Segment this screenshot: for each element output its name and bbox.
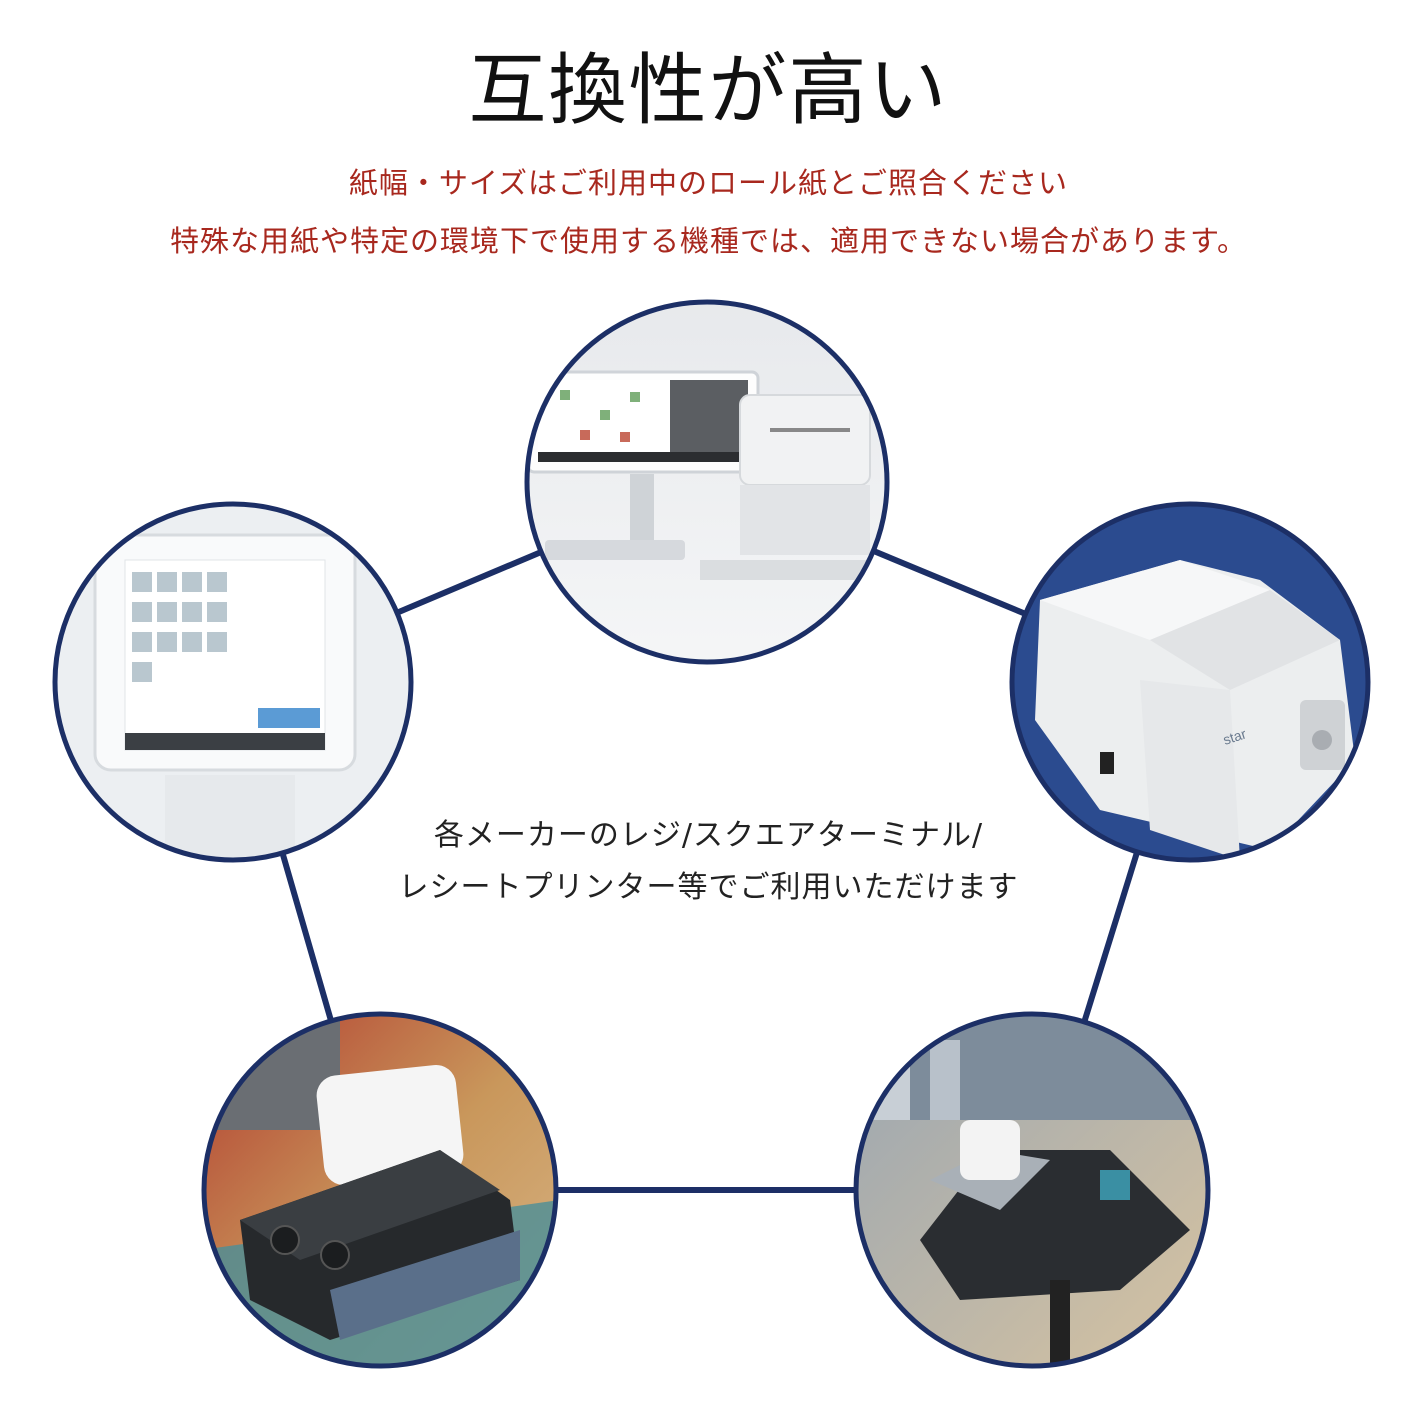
- page-title: 互換性が高い: [468, 46, 949, 136]
- svg-text:star: star: [1221, 725, 1248, 748]
- device-image-pos-terminal: [527, 302, 887, 662]
- device-image-thermal-printer: star: [1012, 504, 1368, 860]
- center-caption-line-2: レシートプリンター等でご利用いただけます: [398, 870, 1019, 905]
- device-image-mobile-printer: [204, 1014, 556, 1366]
- center-caption-line-1: 各メーカーのレジ/スクエアターミナル/: [433, 818, 984, 853]
- ring-card-terminal: [853, 1011, 1211, 1369]
- ring-mobile-printer: [201, 1011, 559, 1369]
- device-image-tablet-stand: [55, 504, 411, 860]
- ring-thermal-printer: [1009, 501, 1371, 863]
- subtitle-line-2: 特殊な用紙や特定の環境下で使用する機種では、適用できない場合があります。: [169, 224, 1248, 258]
- subtitle-line-1: 紙幅・サイズはご利用中のロール紙とご照合ください: [348, 166, 1069, 200]
- ring-tablet-stand: [52, 501, 414, 863]
- ring-pos-terminal: [524, 299, 890, 665]
